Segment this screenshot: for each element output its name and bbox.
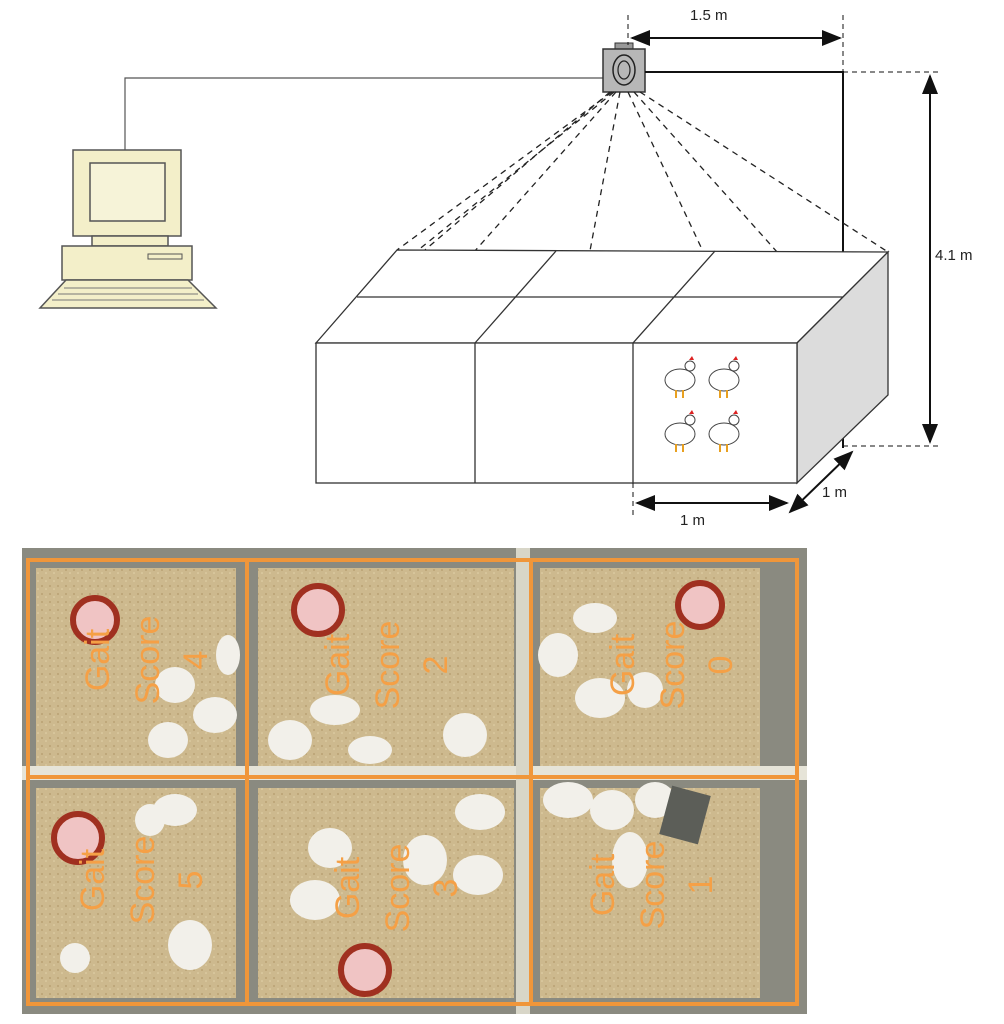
svg-text:Gait: Gait bbox=[74, 848, 112, 911]
svg-text:Score: Score bbox=[634, 841, 672, 930]
svg-text:Score: Score bbox=[369, 621, 407, 710]
camera-icon bbox=[602, 42, 646, 93]
svg-text:2: 2 bbox=[417, 656, 455, 675]
broiler-birds bbox=[60, 603, 675, 973]
pen-photo bbox=[22, 548, 807, 1014]
gait-score-label-1: Gait Score 1 bbox=[584, 841, 720, 930]
pen-box bbox=[314, 249, 890, 485]
svg-text:Score: Score bbox=[129, 616, 167, 705]
gait-score-label-4: Gait Score 4 bbox=[79, 616, 215, 705]
svg-text:4: 4 bbox=[177, 651, 215, 670]
gait-score-label-0: Gait Score 0 bbox=[604, 621, 740, 710]
svg-text:Gait: Gait bbox=[319, 633, 357, 696]
svg-text:Score: Score bbox=[379, 844, 417, 933]
chicken-icons bbox=[664, 356, 740, 452]
svg-text:Score: Score bbox=[124, 836, 162, 925]
pen-grid-overlay bbox=[26, 558, 799, 1006]
computer-icon bbox=[38, 149, 218, 309]
camera-height-label: 4.1 m bbox=[935, 247, 973, 264]
svg-text:Gait: Gait bbox=[79, 628, 117, 691]
camera-offset-label: 1.5 m bbox=[690, 7, 728, 24]
pen-width-label: 1 m bbox=[680, 512, 705, 529]
svg-text:Gait: Gait bbox=[584, 853, 622, 916]
cable-line bbox=[124, 77, 604, 150]
svg-text:3: 3 bbox=[427, 879, 465, 898]
gait-score-label-5: Gait Score 5 bbox=[74, 836, 210, 925]
svg-text:0: 0 bbox=[702, 656, 740, 675]
dimension-lines bbox=[627, 15, 942, 516]
svg-text:Gait: Gait bbox=[604, 633, 642, 696]
svg-text:Score: Score bbox=[654, 621, 692, 710]
svg-text:5: 5 bbox=[172, 871, 210, 890]
gait-score-label-3: Gait Score 3 bbox=[329, 844, 465, 933]
gait-score-label-2: Gait Score 2 bbox=[319, 621, 455, 710]
pen-depth-label: 1 m bbox=[822, 484, 847, 501]
svg-text:1: 1 bbox=[682, 876, 720, 895]
svg-text:Gait: Gait bbox=[329, 856, 367, 919]
feeder-icons bbox=[51, 580, 725, 997]
